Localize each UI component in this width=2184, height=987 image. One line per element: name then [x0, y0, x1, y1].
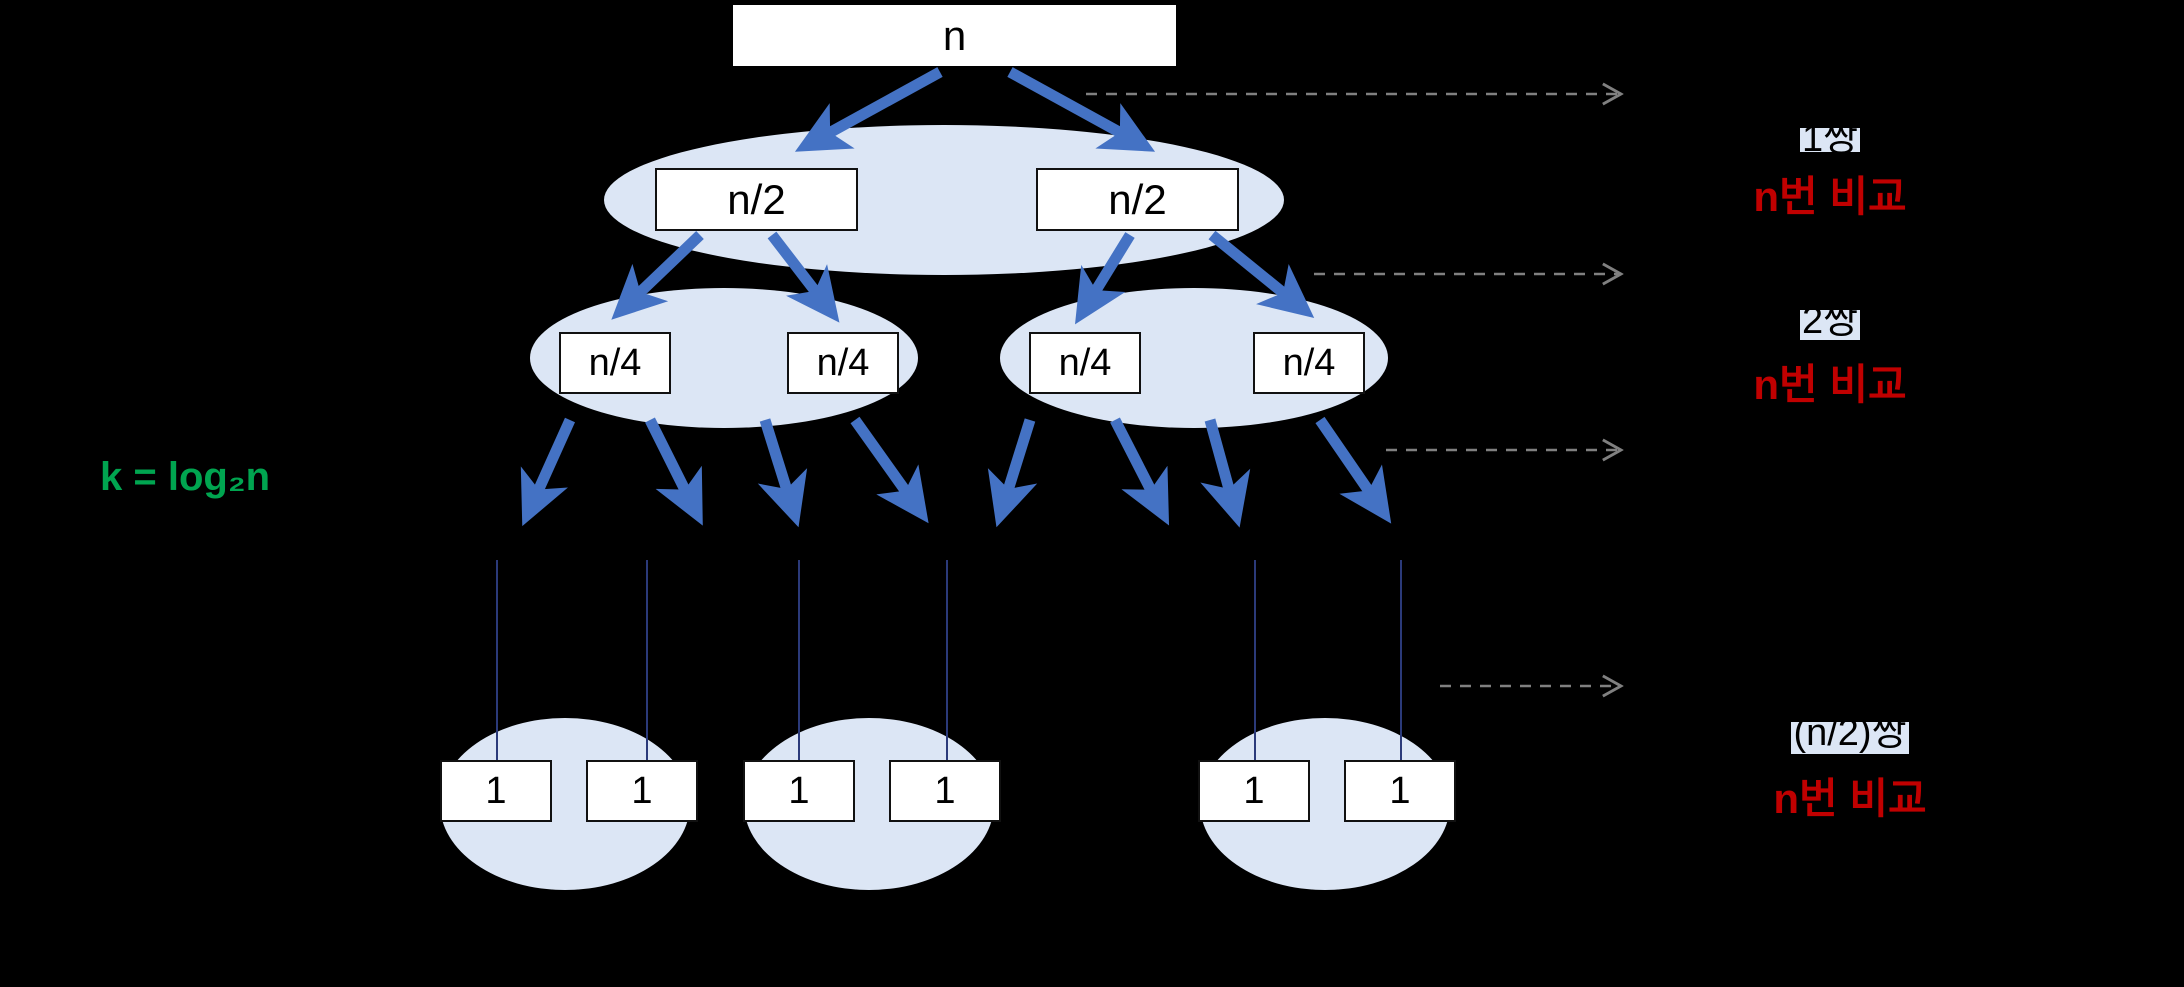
node-label: 1 — [631, 770, 653, 812]
node-label: n/2 — [727, 175, 786, 223]
node-leaf-6[interactable]: 1 — [1344, 760, 1456, 822]
tree-arrow — [1110, 417, 1170, 526]
compare-count-label: n번 비교 — [1753, 361, 1907, 408]
node-leaf-2[interactable]: 1 — [586, 760, 698, 822]
tree-arrow — [794, 67, 943, 152]
node-level2-2[interactable]: n/4 — [787, 332, 899, 394]
node-level1-right[interactable]: n/2 — [1036, 168, 1239, 231]
tree-arrow — [1315, 416, 1392, 524]
node-level2-1[interactable]: n/4 — [559, 332, 671, 394]
tree-arrow — [757, 418, 808, 528]
compare-count-label: n번 비교 — [1753, 173, 1907, 220]
tree-arrow — [1075, 232, 1135, 325]
tree-arrow — [611, 231, 704, 320]
node-leaf-3[interactable]: 1 — [743, 760, 855, 822]
leaf-connector-line — [798, 560, 800, 760]
node-label: 1 — [485, 770, 507, 812]
pair-count-badge: (n/2)쌍 — [1791, 722, 1909, 754]
node-label: 1 — [1389, 770, 1411, 812]
node-label: 1 — [1243, 770, 1265, 812]
tree-arrow — [1007, 67, 1156, 152]
node-label: n/4 — [1058, 342, 1112, 384]
leaf-connector-line — [1400, 560, 1402, 760]
leaf-connector-line — [946, 560, 948, 760]
node-label: n/4 — [588, 342, 642, 384]
node-root[interactable]: n — [733, 5, 1176, 66]
tree-arrow — [645, 417, 703, 526]
tree-arrow — [520, 417, 576, 527]
tree-arrow — [987, 418, 1038, 528]
node-label: 1 — [934, 770, 956, 812]
tree-arrow — [1200, 418, 1251, 528]
leaf-connector-line — [1254, 560, 1256, 760]
node-label: n — [942, 11, 967, 59]
node-level1-left[interactable]: n/2 — [655, 168, 858, 231]
tree-arrow — [850, 416, 929, 524]
compare-count-label: n번 비교 — [1773, 775, 1927, 822]
node-leaf-5[interactable]: 1 — [1198, 760, 1310, 822]
node-label: n/4 — [816, 342, 870, 384]
annotation-level2: 2쌍 n번 비교 — [1660, 310, 2000, 412]
node-label: n/4 — [1282, 342, 1336, 384]
annotation-leaf-level: (n/2)쌍 n번 비교 — [1650, 722, 2050, 826]
leaf-connector-line — [496, 560, 498, 760]
node-level2-4[interactable]: n/4 — [1253, 332, 1365, 394]
tree-arrow — [1208, 230, 1315, 319]
k-formula-label: k = log₂n — [100, 455, 271, 499]
annotation-level1: 1쌍 n번 비교 — [1660, 128, 2000, 224]
node-level2-3[interactable]: n/4 — [1029, 332, 1141, 394]
node-leaf-4[interactable]: 1 — [889, 760, 1001, 822]
node-label: 1 — [788, 770, 810, 812]
leaf-connector-line — [646, 560, 648, 760]
pair-count-badge: 2쌍 — [1799, 310, 1861, 340]
pair-count-badge: 1쌍 — [1799, 128, 1861, 152]
node-leaf-1[interactable]: 1 — [440, 760, 552, 822]
tree-arrow — [767, 231, 840, 323]
node-label: n/2 — [1108, 175, 1167, 223]
